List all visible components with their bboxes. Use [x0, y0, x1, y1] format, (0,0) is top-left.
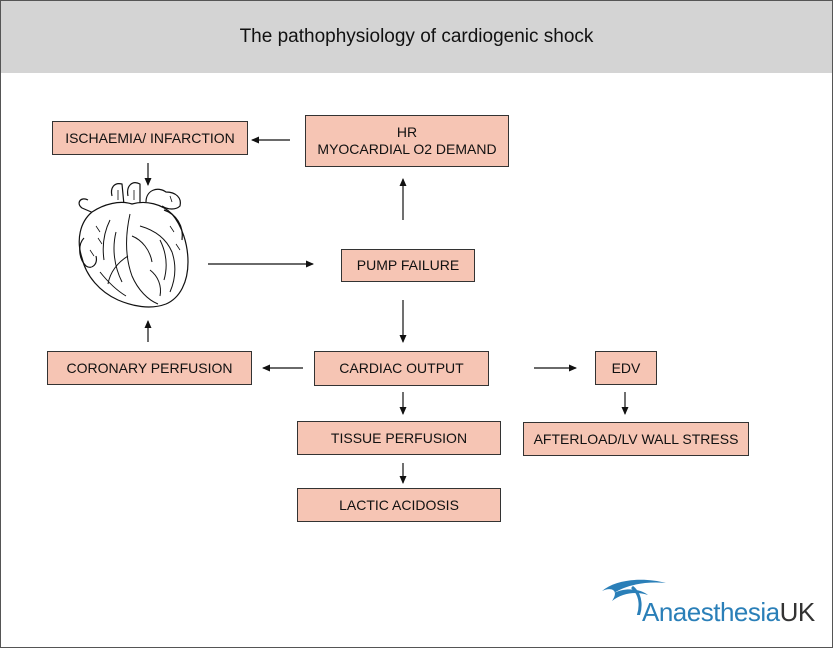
swoosh-logo-icon [602, 579, 666, 615]
logo-text: AnaesthesiaUK [642, 597, 815, 628]
node-hr-demand: HR MYOCARDIAL O2 DEMAND [305, 115, 509, 167]
logo-text-uk: UK [779, 597, 816, 627]
node-lactic-acidosis: LACTIC ACIDOSIS [297, 488, 501, 522]
node-tissue-perfusion: TISSUE PERFUSION [297, 421, 501, 455]
anaesthesia-uk-logo: AnaesthesiaUK [596, 575, 816, 635]
node-afterload: AFTERLOAD/LV WALL STRESS [523, 422, 749, 456]
heart-illustration-icon [78, 182, 189, 308]
node-coronary-perfusion: CORONARY PERFUSION [47, 351, 252, 385]
node-ischaemia: ISCHAEMIA/ INFARCTION [52, 121, 248, 155]
node-edv: EDV [595, 351, 657, 385]
node-pump-failure: PUMP FAILURE [341, 249, 475, 282]
page-title: The pathophysiology of cardiogenic shock [239, 26, 594, 47]
node-cardiac-output: CARDIAC OUTPUT [314, 351, 489, 386]
title-bar: The pathophysiology of cardiogenic shock [1, 1, 832, 73]
logo-text-anaesthesia: Anaesthesia [642, 597, 780, 627]
